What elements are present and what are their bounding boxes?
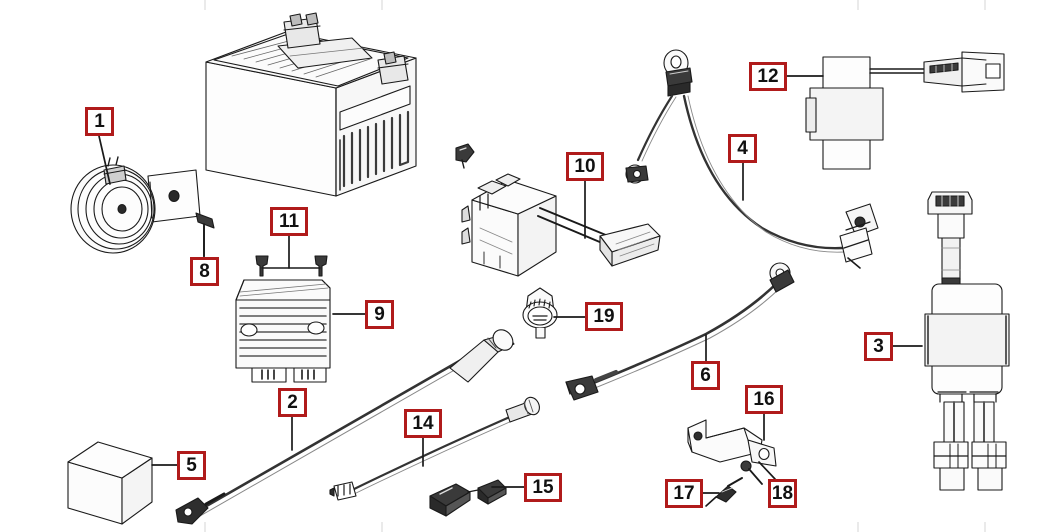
part-ground-cable-illustration xyxy=(565,262,795,401)
part-bracket-bolt-illustration xyxy=(740,460,763,485)
leader-line-horn xyxy=(98,135,111,185)
callout-rubber-grommet[interactable]: 19 xyxy=(585,302,623,331)
part-starter-relay-illustration xyxy=(455,143,661,277)
part-starter-lead-illustration xyxy=(329,396,540,501)
part-positive-cable-illustration xyxy=(175,329,515,525)
callout-starter-solenoid-fuse-unit[interactable]: 3 xyxy=(864,332,893,361)
battery-illustration xyxy=(205,12,417,197)
part-negative-cable-illustration xyxy=(625,49,879,269)
callout-ignition-coil-unit[interactable]: 12 xyxy=(749,62,787,91)
part-bracket-illustration xyxy=(687,419,777,467)
callout-starter-relay-assembly[interactable]: 10 xyxy=(566,152,604,181)
part-battery-cover-illustration xyxy=(67,441,153,525)
leader-line-bracket-bolt xyxy=(758,461,776,480)
callout-split-pin[interactable]: 17 xyxy=(665,479,703,508)
part-rectifier-bolts-illustration xyxy=(255,255,328,277)
part-ignition-coil-illustration xyxy=(805,51,1005,170)
callout-regulator-rectifier[interactable]: 9 xyxy=(365,300,394,329)
part-wire-clips-illustration xyxy=(429,479,507,517)
part-horn-bolt-illustration xyxy=(195,212,215,257)
callout-horn-mounting-bolt[interactable]: 8 xyxy=(190,257,219,286)
callout-battery-ground-cable[interactable]: 6 xyxy=(691,361,720,390)
part-solenoid-fuse-illustration xyxy=(924,191,1010,491)
callout-battery-cover-box[interactable]: 5 xyxy=(177,451,206,480)
callout-battery-positive-cable[interactable]: 2 xyxy=(278,388,307,417)
callout-battery-negative-cable[interactable]: 4 xyxy=(728,134,757,163)
part-grommet-illustration xyxy=(522,287,558,339)
part-split-pin-illustration xyxy=(705,477,743,507)
callout-rectifier-mounting-bolts[interactable]: 11 xyxy=(270,207,308,236)
callout-wire-clamp-clips[interactable]: 15 xyxy=(524,473,562,502)
part-regulator-rectifier-illustration xyxy=(235,279,331,383)
part-horn-illustration xyxy=(70,156,201,254)
callout-horn[interactable]: 1 xyxy=(85,107,114,136)
callout-starter-lead-wire[interactable]: 14 xyxy=(404,409,442,438)
callout-bracket-bolt[interactable]: 18 xyxy=(768,479,797,508)
callout-mounting-bracket[interactable]: 16 xyxy=(745,385,783,414)
